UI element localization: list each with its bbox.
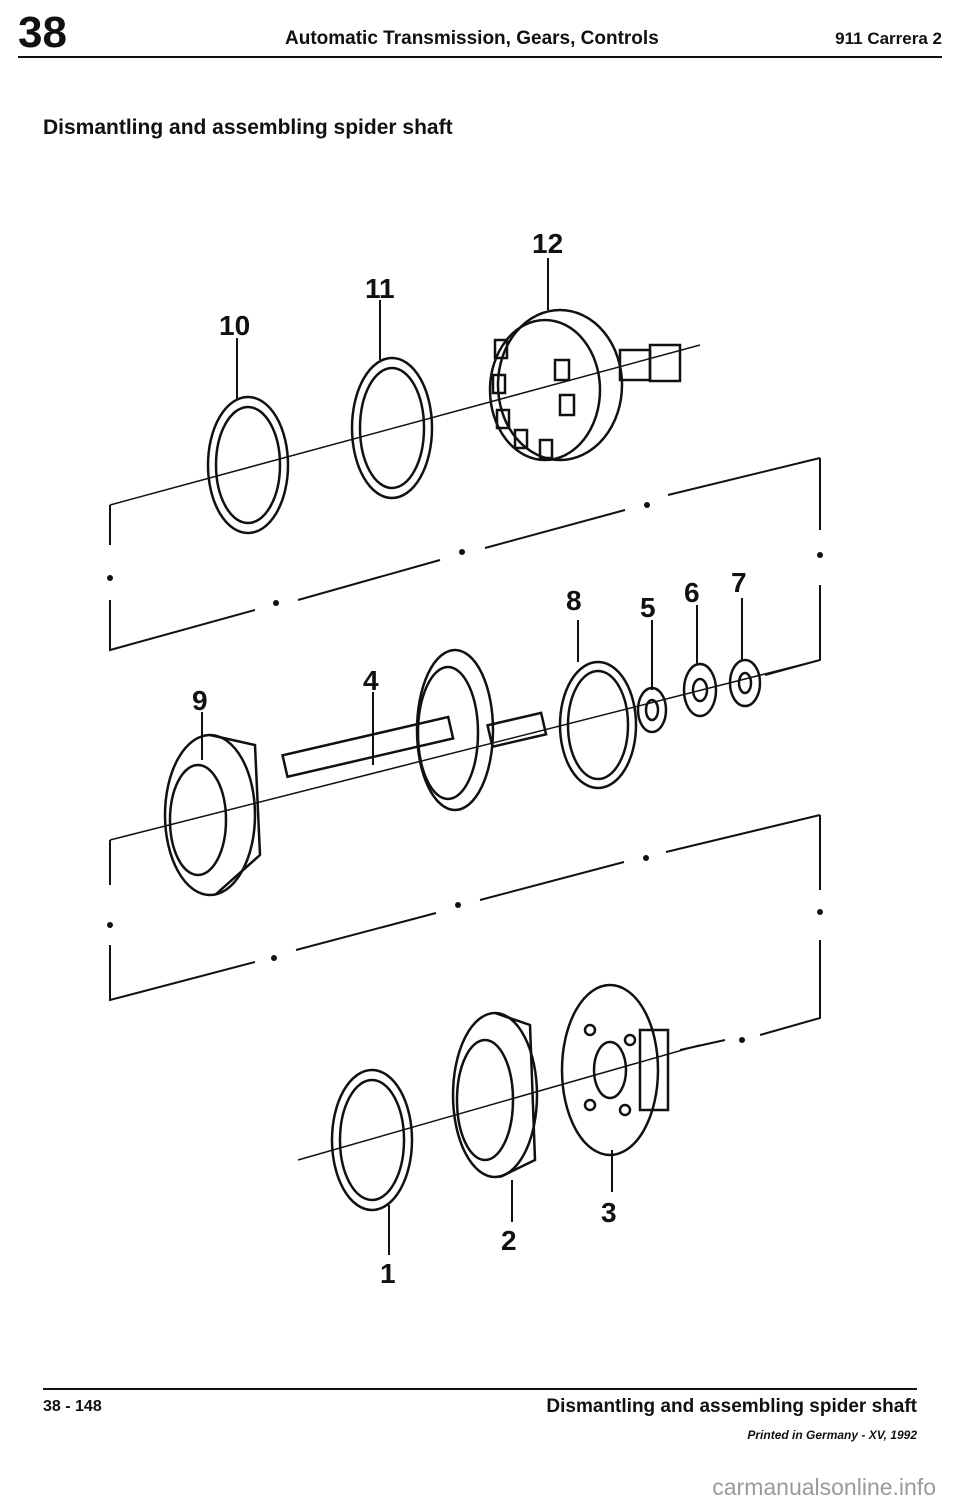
- part-label-2: 2: [501, 1225, 517, 1256]
- part-label-8: 8: [566, 585, 582, 616]
- print-note: Printed in Germany - XV, 1992: [747, 1428, 917, 1442]
- exploded-view-diagram: 10 11 12 8 5 6 7 4 9 3 2 1: [107, 228, 823, 1289]
- part-label-6: 6: [684, 577, 700, 608]
- model-name: 911 Carrera 2: [835, 29, 942, 48]
- assembly-bracket-upper: [109, 457, 821, 676]
- part-label-4: 4: [363, 665, 379, 696]
- chapter-number: 38: [18, 8, 67, 57]
- header-title: Automatic Transmission, Gears, Controls: [285, 28, 659, 49]
- leader-lines: [201, 258, 743, 1255]
- snap-ring-10-drawing: [206, 395, 290, 535]
- planet-gear-set-3-drawing: [560, 983, 670, 1157]
- part-label-11: 11: [365, 273, 395, 304]
- snap-ring-8-drawing: [558, 660, 638, 790]
- washer-7-drawing: [728, 658, 762, 708]
- part-label-12: 12: [532, 228, 563, 259]
- footer-title: Dismantling and assembling spider shaft: [546, 1396, 917, 1417]
- part-label-3: 3: [601, 1197, 617, 1228]
- header-rule: [18, 56, 942, 58]
- washer-5-drawing: [636, 686, 668, 734]
- bearing-6-drawing: [682, 662, 718, 718]
- watermark: carmanualsonline.info: [712, 1474, 936, 1500]
- assembly-bracket-lower: [109, 814, 821, 1051]
- page-header: 38 Automatic Transmission, Gears, Contro…: [18, 0, 942, 62]
- section-title: Dismantling and assembling spider shaft: [43, 116, 453, 139]
- part-label-5: 5: [640, 592, 656, 623]
- snap-ring-11-drawing: [350, 356, 434, 500]
- spider-shaft-4-drawing: [281, 648, 548, 812]
- planet-carrier-9-drawing: [163, 733, 262, 897]
- part-label-7: 7: [731, 567, 747, 598]
- part-label-9: 9: [192, 685, 208, 716]
- part-label-1: 1: [380, 1258, 396, 1289]
- clutch-drum-12-drawing: [488, 308, 682, 462]
- page-number: 38 - 148: [43, 1398, 102, 1415]
- snap-ring-1-drawing: [330, 1068, 414, 1212]
- part-label-10: 10: [219, 310, 250, 341]
- footer-rule: [43, 1388, 917, 1390]
